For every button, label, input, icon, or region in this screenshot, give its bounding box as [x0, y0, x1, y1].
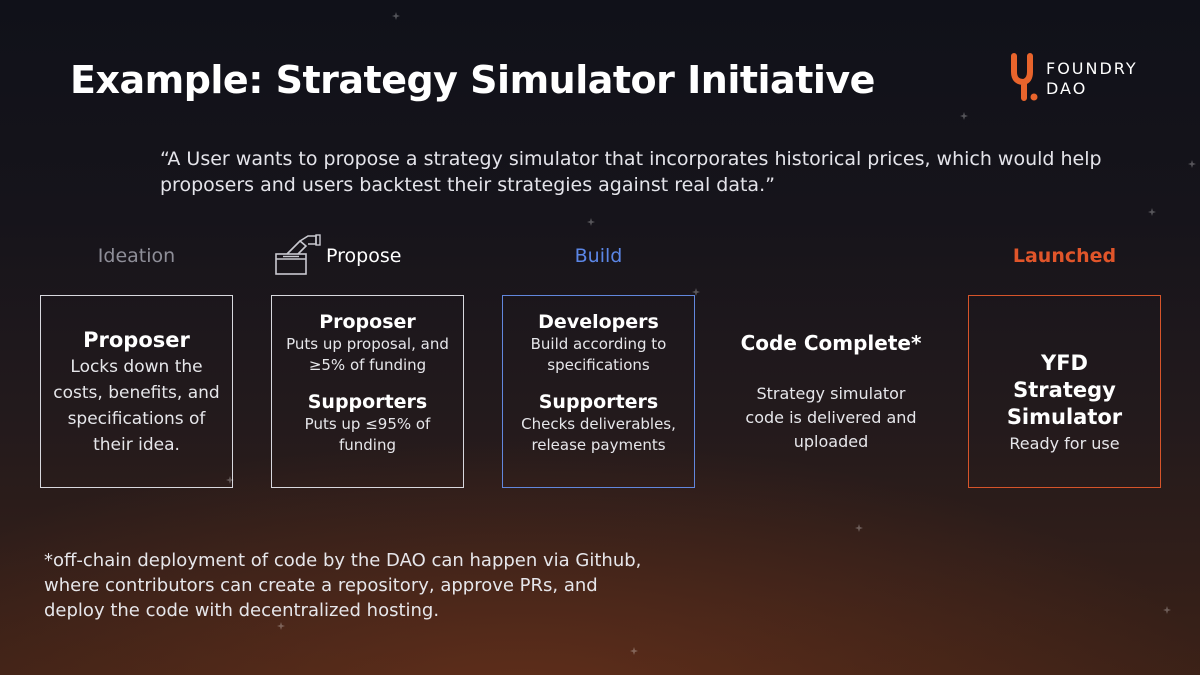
stage-propose-label: Propose: [326, 245, 402, 267]
build-card: Developers Build according to specificat…: [502, 295, 695, 488]
propose-card-text-supporters: Puts up ≤95% of funding: [304, 415, 431, 454]
ideation-card-text: Locks down the costs, benefits, and spec…: [53, 357, 220, 455]
sparkle-icon: [855, 524, 863, 532]
launched-card-heading: YFD Strategy Simulator: [1006, 351, 1123, 429]
code-complete-text: Strategy simulator code is delivered and…: [745, 384, 917, 451]
sparkle-icon: [587, 218, 595, 226]
code-complete-block: Code Complete* Strategy simulator code i…: [731, 330, 931, 454]
propose-card-heading-supporters: Supporters: [307, 391, 428, 413]
page-title: Example: Strategy Simulator Initiative: [70, 58, 875, 102]
logo-text: FOUNDRY DAO: [1046, 59, 1138, 99]
sparkle-icon: [960, 112, 968, 120]
propose-card-heading-proposer: Proposer: [319, 311, 416, 333]
propose-card: Proposer Puts up proposal, and ≥5% of fu…: [271, 295, 464, 488]
launched-card: YFD Strategy Simulator Ready for use: [968, 295, 1161, 488]
stage-launched-label: Launched: [1012, 245, 1117, 267]
code-complete-heading: Code Complete*: [740, 331, 922, 355]
ballot-box-icon: [275, 234, 321, 275]
foundry-logo-icon: [1011, 53, 1038, 101]
foundry-dao-logo: FOUNDRY DAO: [1010, 50, 1160, 106]
build-card-heading-supporters: Supporters: [538, 391, 659, 413]
sparkle-icon: [630, 647, 638, 655]
build-card-heading-developers: Developers: [538, 311, 659, 333]
ideation-card: Proposer Locks down the costs, benefits,…: [40, 295, 233, 488]
sparkle-icon: [226, 476, 234, 484]
build-card-text-developers: Build according to specifications: [530, 335, 667, 374]
sparkle-icon: [1188, 160, 1196, 168]
sparkle-icon: [277, 622, 285, 630]
user-quote: “A User wants to propose a strategy simu…: [160, 148, 1102, 196]
sparkle-icon: [392, 12, 400, 20]
stage-ideation-label: Ideation: [97, 245, 176, 267]
launched-card-text: Ready for use: [1009, 434, 1120, 453]
footnote: *off-chain deployment of code by the DAO…: [44, 550, 642, 621]
sparkle-icon: [1163, 606, 1171, 614]
ideation-card-heading: Proposer: [83, 328, 190, 352]
stage-build-label: Build: [574, 245, 623, 267]
propose-card-text-proposer: Puts up proposal, and ≥5% of funding: [286, 335, 449, 374]
sparkle-icon: [1148, 208, 1156, 216]
build-card-text-supporters: Checks deliverables, release payments: [521, 415, 676, 454]
logo-line2: DAO: [1046, 79, 1088, 98]
logo-line1: FOUNDRY: [1046, 59, 1138, 78]
sparkle-icon: [692, 288, 700, 296]
